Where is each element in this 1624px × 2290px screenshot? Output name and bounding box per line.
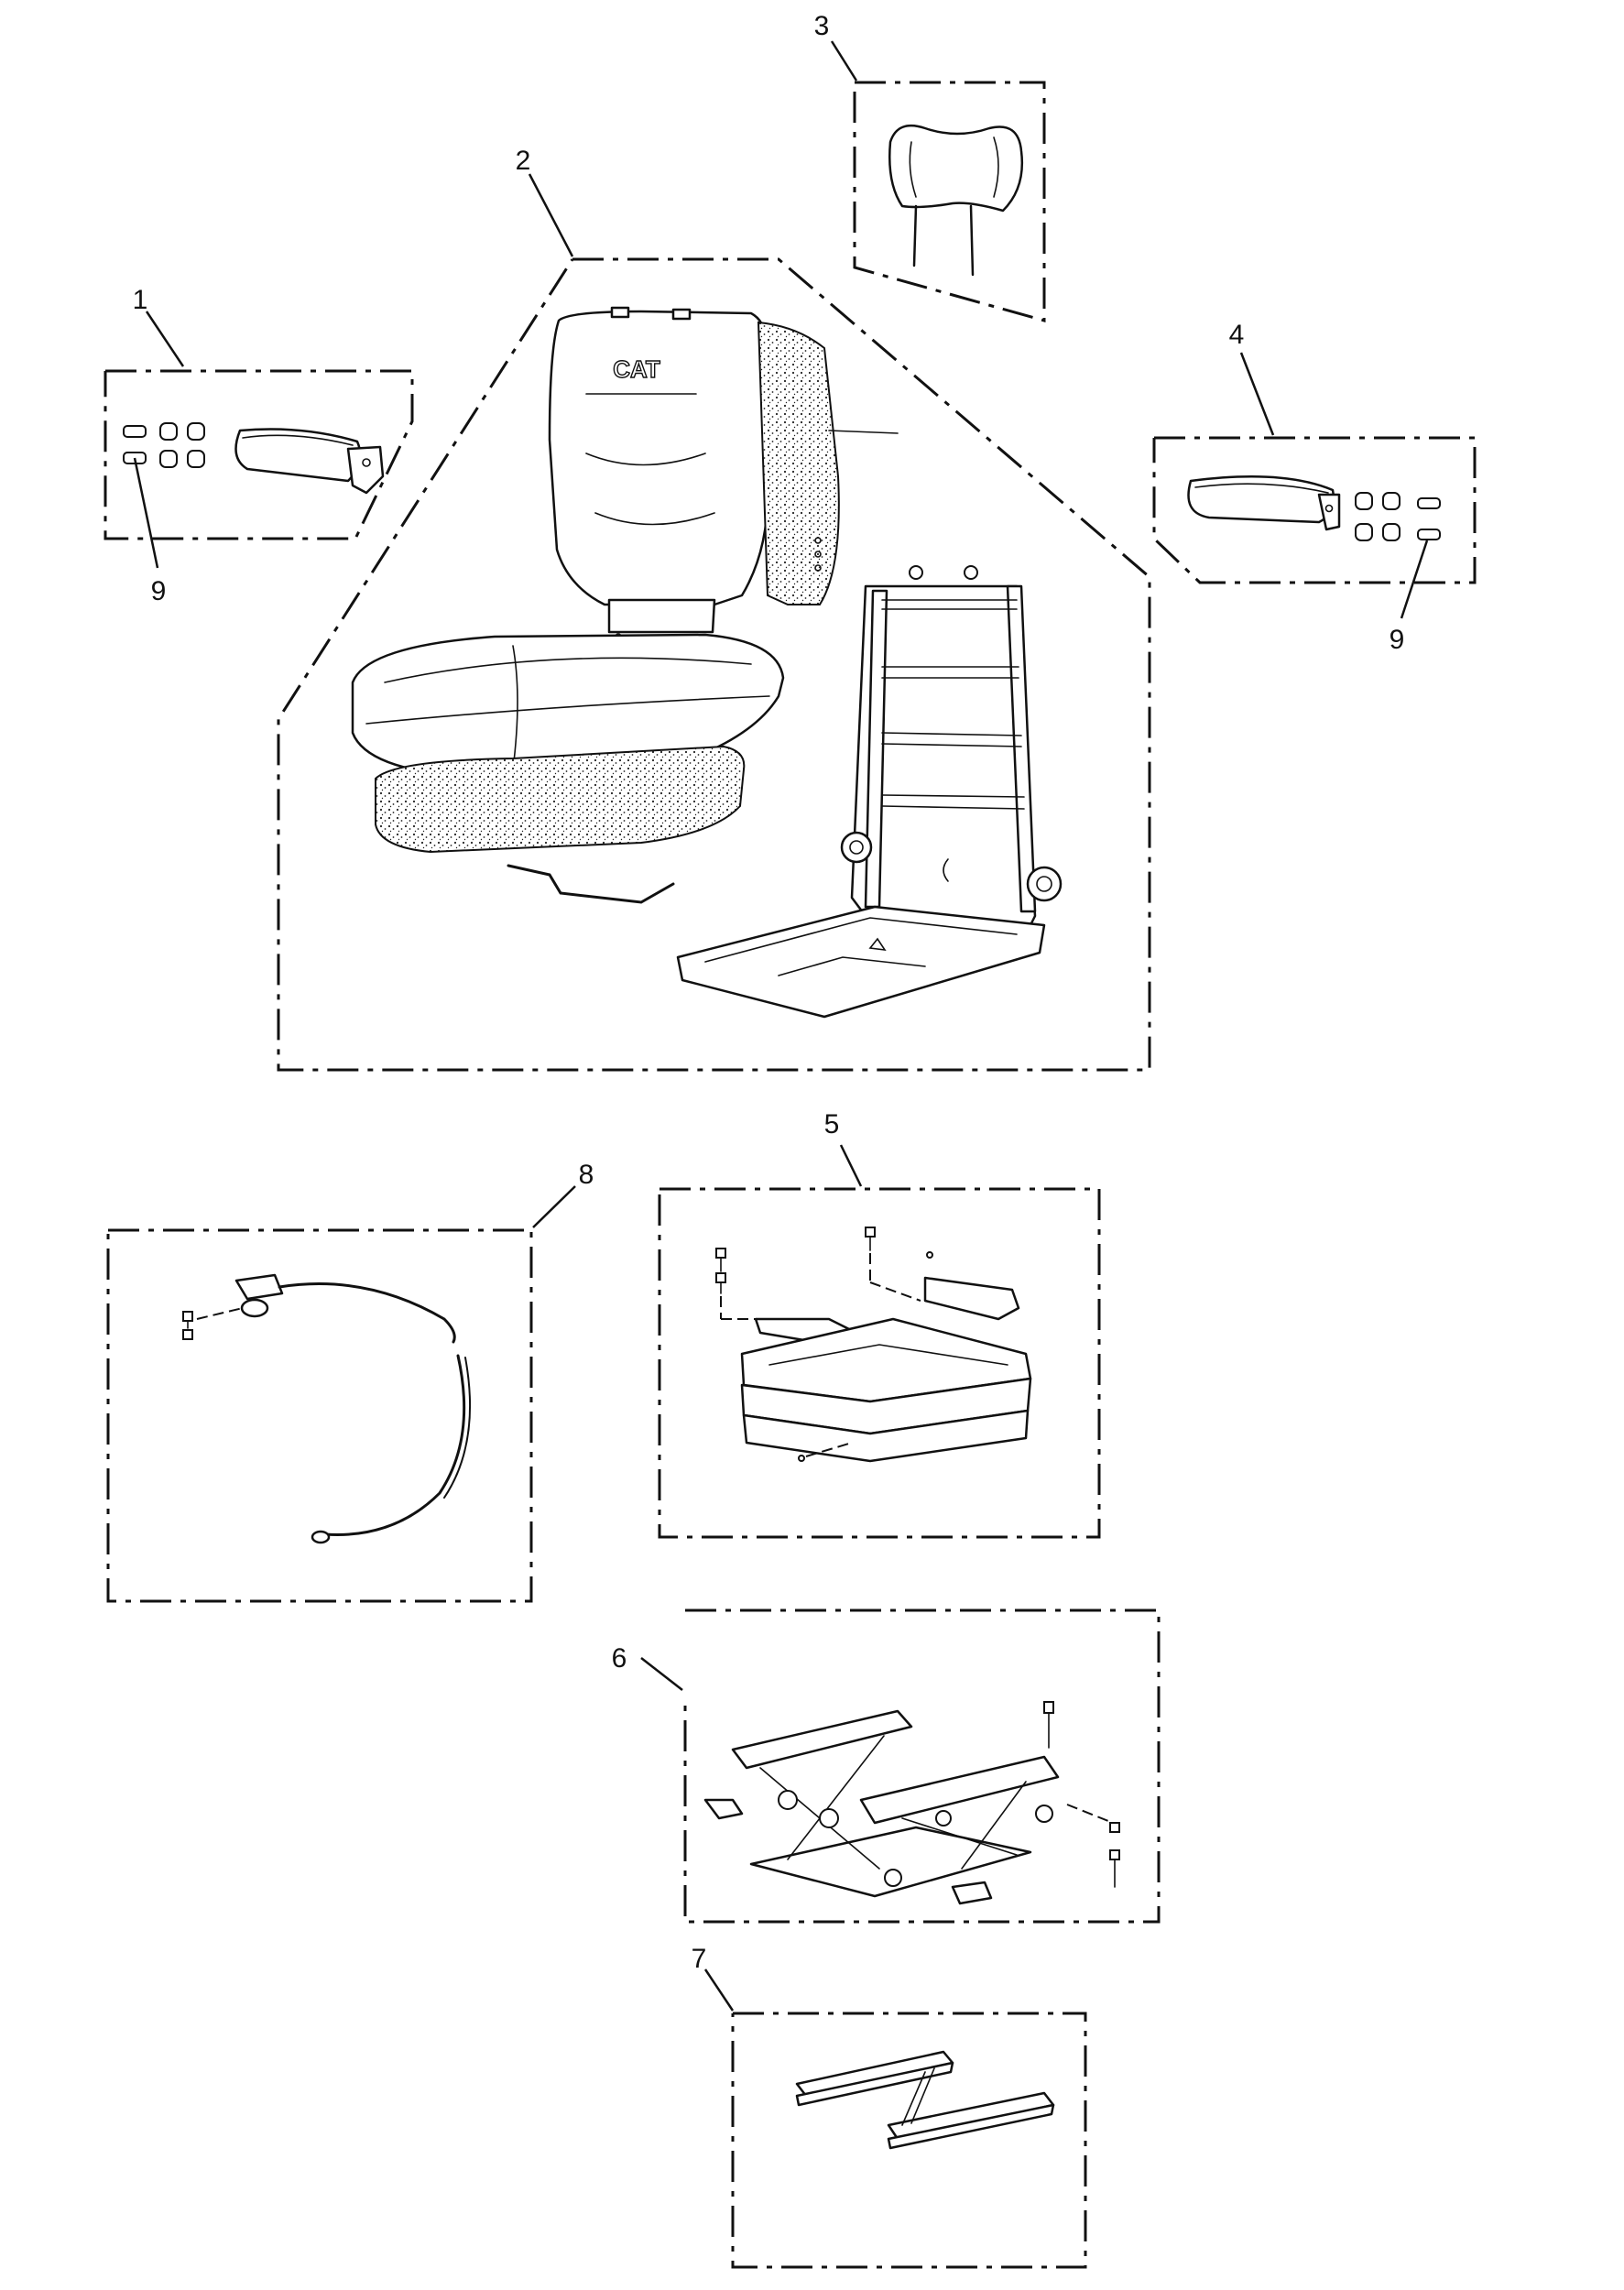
armrest-pad-left bbox=[234, 428, 385, 495]
callout-7: 7 bbox=[692, 1944, 707, 1974]
armrest-right-kit bbox=[1152, 352, 1477, 619]
callout-5: 5 bbox=[824, 1109, 840, 1140]
seat-back-cushion: CAT bbox=[548, 306, 769, 642]
seat-back-shell bbox=[757, 321, 899, 605]
callout-4: 4 bbox=[1229, 320, 1245, 350]
callout-labels: 1 2 3 4 5 6 7 8 9 9 bbox=[133, 11, 1405, 1974]
bolts-and-nuts-left bbox=[123, 422, 205, 468]
callout-9-left: 9 bbox=[151, 576, 167, 606]
seat-back-frame bbox=[676, 565, 1063, 1019]
armrest-pad-right bbox=[1187, 475, 1341, 531]
bolts-and-nuts-right bbox=[1355, 492, 1441, 541]
callout-3: 3 bbox=[814, 11, 830, 41]
seat-base-kit bbox=[658, 1144, 1101, 1539]
callout-6: 6 bbox=[612, 1643, 627, 1674]
cat-logo: CAT bbox=[613, 355, 660, 383]
slide-rails bbox=[795, 2050, 1055, 2150]
headrest-kit bbox=[830, 40, 1046, 322]
armrest-left-kit bbox=[104, 311, 414, 569]
callout-9-right: 9 bbox=[1390, 625, 1405, 655]
base-hardware bbox=[715, 1227, 933, 1320]
suspension-kit bbox=[640, 1608, 1161, 1924]
callout-2: 2 bbox=[516, 146, 531, 176]
seat-wire bbox=[507, 864, 675, 904]
callout-1: 1 bbox=[133, 285, 148, 315]
release-cable bbox=[182, 1273, 472, 1544]
callout-8: 8 bbox=[579, 1160, 594, 1190]
base-pan bbox=[740, 1317, 1032, 1463]
cable-kit bbox=[106, 1185, 576, 1603]
seat-bottom-pan bbox=[375, 745, 746, 854]
slide-rails-kit bbox=[703, 1968, 1087, 2269]
seat-assembly-kit: CAT bbox=[277, 173, 1151, 1072]
suspension-mechanism bbox=[703, 1701, 1120, 1905]
headrest-pad bbox=[888, 124, 1023, 277]
